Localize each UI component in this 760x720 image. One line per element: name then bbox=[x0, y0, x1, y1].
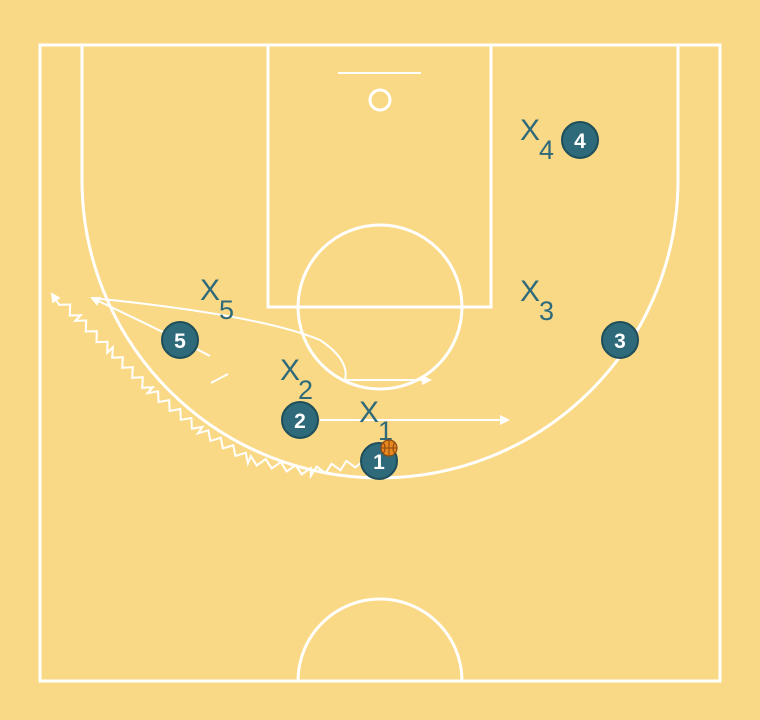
defender-x2-mark: X bbox=[280, 354, 300, 387]
cut-tick-player-5 bbox=[210, 373, 229, 384]
paint-lane bbox=[266, 43, 493, 309]
offense-player-5: 5 bbox=[161, 321, 199, 359]
defender-x1-number: 1 bbox=[378, 416, 393, 446]
free-throw-circle bbox=[296, 223, 464, 391]
cut-path-player-5 bbox=[90, 296, 211, 357]
player-5-label: 5 bbox=[174, 330, 186, 353]
defender-x5: X 5 bbox=[200, 274, 234, 325]
cut-path-player-2 bbox=[91, 297, 432, 385]
offense-player-3: 3 bbox=[601, 321, 639, 359]
defense-players: X 1 X 2 X 3 X 4 X 5 bbox=[200, 114, 554, 446]
defender-x2-number: 2 bbox=[298, 375, 313, 405]
offense-player-4: 4 bbox=[561, 121, 599, 159]
defender-x5-number: 5 bbox=[219, 295, 234, 325]
player-1-label: 1 bbox=[373, 451, 385, 474]
offense-players: 1 2 3 4 5 bbox=[161, 121, 639, 480]
player-3-circle bbox=[601, 321, 639, 359]
player-2-label: 2 bbox=[294, 410, 306, 433]
defender-x5-mark: X bbox=[200, 274, 220, 307]
player-3-label: 3 bbox=[614, 330, 626, 353]
defender-x1-mark: X bbox=[359, 396, 379, 429]
player-5-circle bbox=[161, 321, 199, 359]
basketball-icon bbox=[380, 439, 398, 457]
court-boundary bbox=[38, 43, 722, 683]
player-4-circle bbox=[561, 121, 599, 159]
offense-player-2: 2 bbox=[281, 401, 319, 439]
defender-x4: X 4 bbox=[520, 114, 554, 165]
defender-x3-mark: X bbox=[520, 275, 540, 308]
defender-x3-number: 3 bbox=[539, 296, 554, 326]
center-circle bbox=[296, 597, 464, 682]
offense-player-1: 1 bbox=[360, 439, 398, 480]
player-2-circle bbox=[281, 401, 319, 439]
defender-x4-mark: X bbox=[520, 114, 540, 147]
player-4-label: 4 bbox=[574, 130, 586, 153]
defender-x2: X 2 bbox=[280, 354, 313, 405]
defender-x4-number: 4 bbox=[539, 135, 554, 165]
hoop bbox=[368, 88, 392, 112]
defender-x3: X 3 bbox=[520, 275, 554, 326]
court-lines bbox=[38, 43, 722, 683]
defender-x1: X 1 bbox=[359, 396, 393, 446]
dribble-path-player-1 bbox=[50, 292, 363, 480]
play-actions bbox=[50, 292, 510, 480]
